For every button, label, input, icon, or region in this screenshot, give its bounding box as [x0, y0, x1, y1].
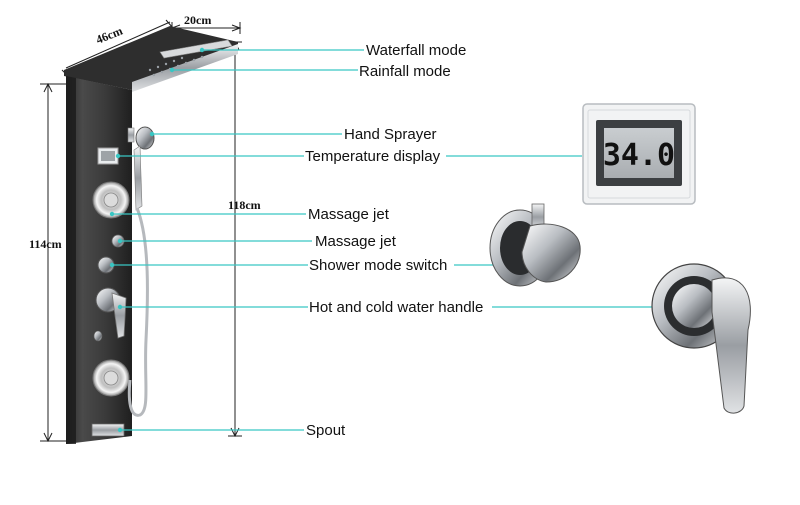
- dim-top-width: 20cm: [184, 13, 211, 27]
- waterfall-outlet: [159, 39, 233, 59]
- label-massage-jet-1: Massage jet: [308, 206, 390, 223]
- label-waterfall-mode: Waterfall mode: [366, 42, 466, 59]
- detail-temperature-display: 34.0: [582, 103, 696, 205]
- leader-lines: [112, 49, 670, 431]
- detail-mode-switch: [489, 203, 581, 287]
- dim-top-depth: 46cm: [94, 24, 125, 47]
- lcd-reading: 34.0: [603, 138, 675, 173]
- label-shower-mode-switch: Shower mode switch: [309, 257, 447, 274]
- dim-panel-height: 114cm: [29, 237, 62, 251]
- shower-head-top: [64, 26, 238, 90]
- panel-lcd-window: [101, 151, 115, 161]
- callout-labels: Waterfall mode Rainfall mode Hand Spraye…: [305, 42, 483, 439]
- label-water-handle: Hot and cold water handle: [309, 299, 483, 316]
- sprayer-holder: [127, 127, 135, 143]
- dimension-lines: [40, 19, 242, 443]
- label-rainfall-mode: Rainfall mode: [359, 63, 451, 80]
- shower-panel: [64, 26, 238, 444]
- hand-sprayer-hose: [127, 207, 149, 417]
- leader-dots: [109, 47, 205, 433]
- detail-water-handle: [651, 263, 751, 414]
- shower-head-edge: [132, 44, 238, 92]
- hand-sprayer-handle: [133, 145, 143, 211]
- panel-body: [66, 76, 132, 444]
- dim-total-height: 118cm: [228, 198, 261, 212]
- panel-outlet: [93, 330, 103, 342]
- label-temperature-display: Temperature display: [305, 148, 441, 165]
- label-hand-sprayer: Hand Sprayer: [344, 126, 437, 143]
- label-spout: Spout: [306, 422, 346, 439]
- hand-sprayer-head: [135, 126, 155, 150]
- panel-side: [66, 76, 76, 444]
- label-massage-jet-2: Massage jet: [315, 233, 397, 250]
- rainfall-nozzles: [148, 55, 204, 77]
- water-handle-lever: [111, 292, 127, 339]
- spout-body: [91, 423, 125, 437]
